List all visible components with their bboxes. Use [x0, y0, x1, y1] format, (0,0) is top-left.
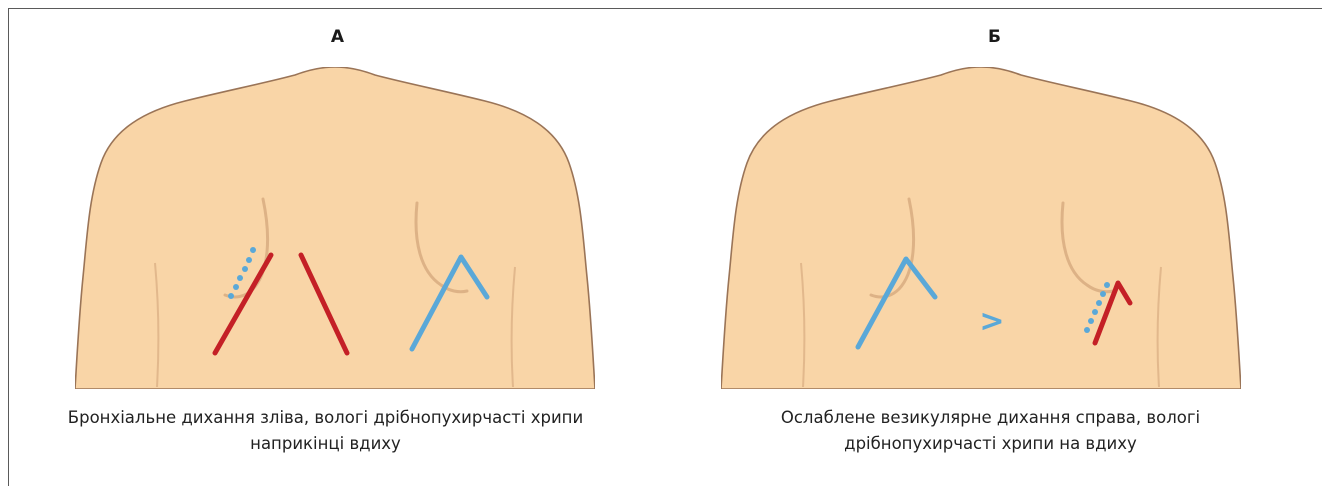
panel-b-caption-line2: дрібнопухирчасті хрипи на вдиху	[662, 431, 1319, 457]
panel-a: А Бронхіальне дихання зліва, вологі дріб…	[9, 9, 666, 486]
torso-illustration-b: >	[721, 67, 1241, 389]
panel-b-caption-line1: Ослаблене везикулярне дихання справа, во…	[662, 405, 1319, 431]
torso-illustration-a	[75, 67, 595, 389]
torso-back-shape	[75, 67, 595, 389]
comparison-symbol: >	[979, 304, 1004, 339]
panel-b-label: Б	[666, 27, 1322, 47]
panel-a-label: А	[9, 27, 666, 47]
torso-back-shape	[721, 67, 1241, 389]
panel-a-caption: Бронхіальне дихання зліва, вологі дрібно…	[0, 405, 654, 457]
panel-b-caption: Ослаблене везикулярне дихання справа, во…	[662, 405, 1319, 457]
panel-a-caption-line1: Бронхіальне дихання зліва, вологі дрібно…	[0, 405, 654, 431]
panel-b: Б > Ослаблене везикулярне дихання справа…	[666, 9, 1322, 486]
panel-a-caption-line2: наприкінці вдиху	[0, 431, 654, 457]
